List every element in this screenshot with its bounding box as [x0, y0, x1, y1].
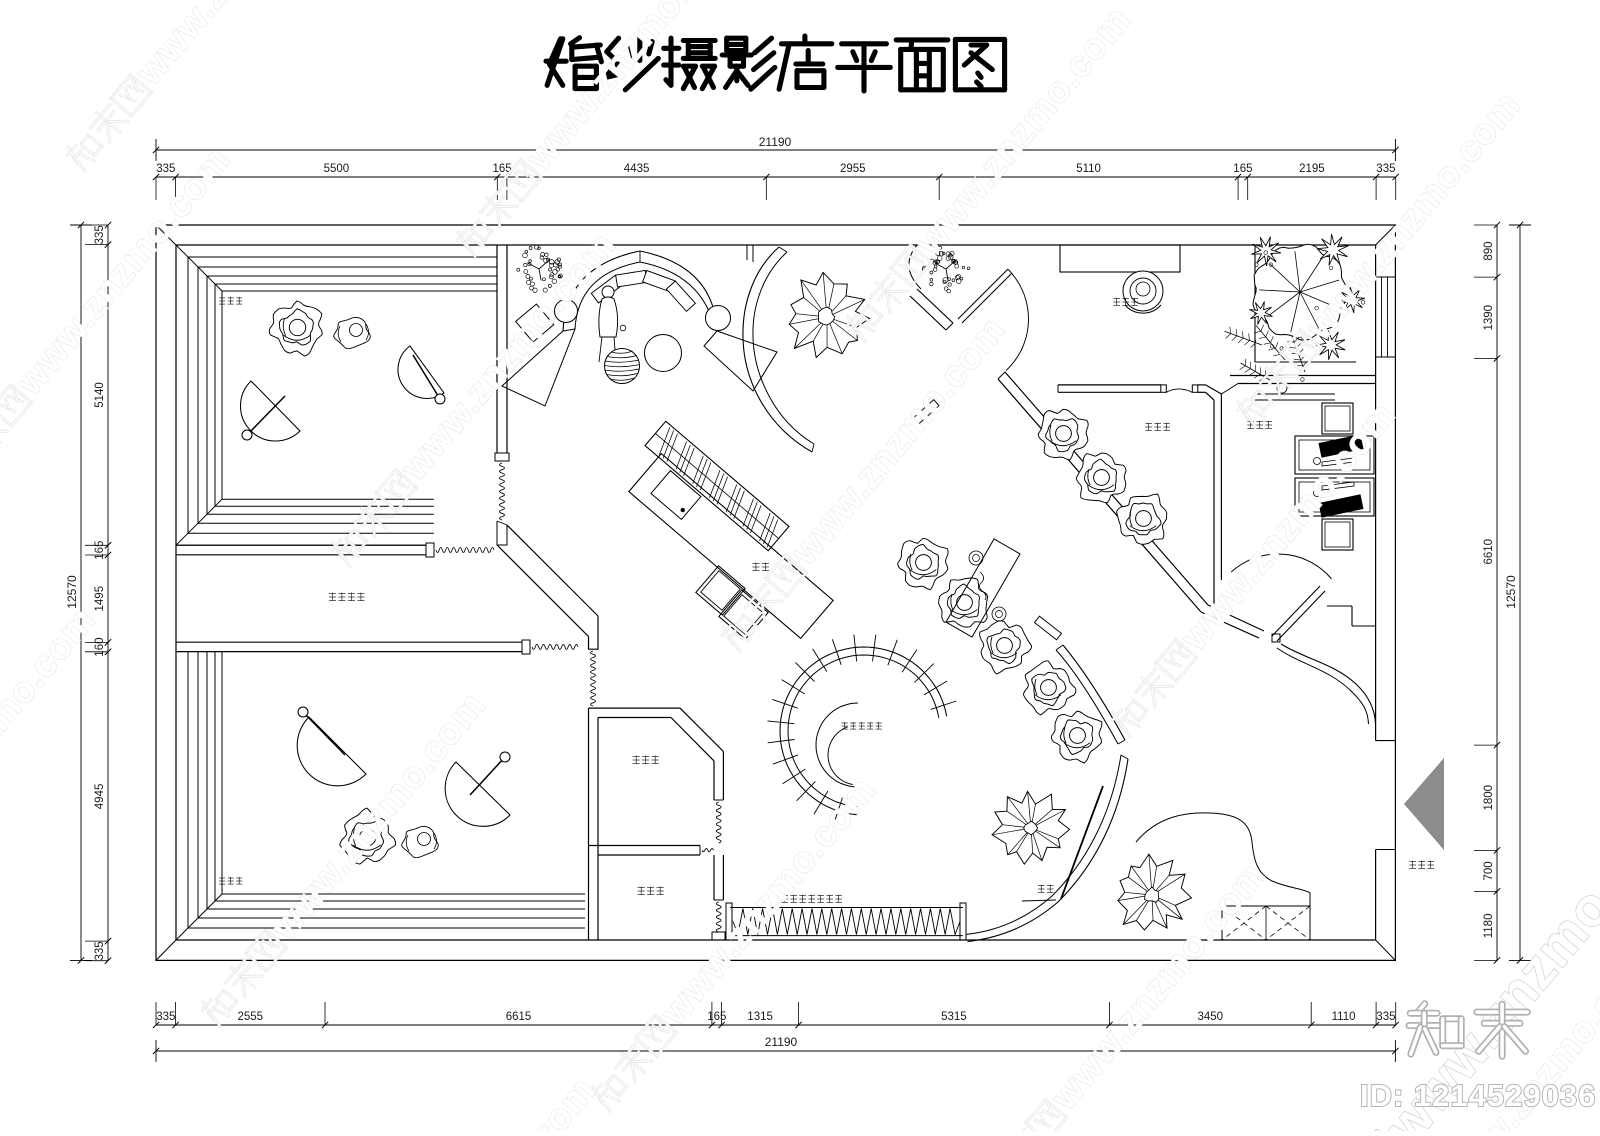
svg-text:165: 165 — [707, 1011, 726, 1023]
svg-text:5110: 5110 — [1076, 163, 1101, 175]
svg-text:165: 165 — [94, 541, 106, 560]
svg-text:6615: 6615 — [506, 1011, 532, 1023]
svg-text:12570: 12570 — [1504, 575, 1518, 609]
svg-text:4435: 4435 — [624, 163, 650, 175]
svg-text:1180: 1180 — [1483, 914, 1495, 939]
svg-text:21190: 21190 — [759, 135, 792, 149]
svg-text:1800: 1800 — [1483, 785, 1495, 811]
svg-text:3450: 3450 — [1198, 1011, 1224, 1023]
svg-text:700: 700 — [1483, 861, 1495, 880]
svg-text:5500: 5500 — [324, 163, 350, 175]
svg-text:2955: 2955 — [840, 163, 866, 175]
svg-text:335: 335 — [94, 941, 106, 960]
svg-text:335: 335 — [156, 163, 175, 175]
svg-text:335: 335 — [1376, 163, 1395, 175]
svg-text:1110: 1110 — [1332, 1011, 1356, 1023]
svg-text:2195: 2195 — [1299, 163, 1325, 175]
svg-text:5315: 5315 — [941, 1011, 967, 1023]
svg-text:335: 335 — [1376, 1011, 1395, 1023]
svg-text:6610: 6610 — [1483, 539, 1495, 565]
svg-text:1390: 1390 — [1483, 305, 1495, 331]
svg-text:160: 160 — [94, 638, 106, 657]
svg-text:4945: 4945 — [94, 784, 106, 810]
svg-text:1315: 1315 — [747, 1011, 773, 1023]
svg-text:165: 165 — [1233, 163, 1252, 175]
svg-text:335: 335 — [156, 1011, 175, 1023]
svg-text:5140: 5140 — [94, 382, 106, 408]
svg-text:1495: 1495 — [94, 586, 106, 612]
svg-text:ID: 1214529036: ID: 1214529036 — [1360, 1078, 1596, 1113]
svg-text:890: 890 — [1483, 241, 1495, 260]
svg-text:21190: 21190 — [765, 1035, 798, 1049]
svg-text:2555: 2555 — [238, 1011, 264, 1023]
svg-text:335: 335 — [94, 225, 106, 244]
